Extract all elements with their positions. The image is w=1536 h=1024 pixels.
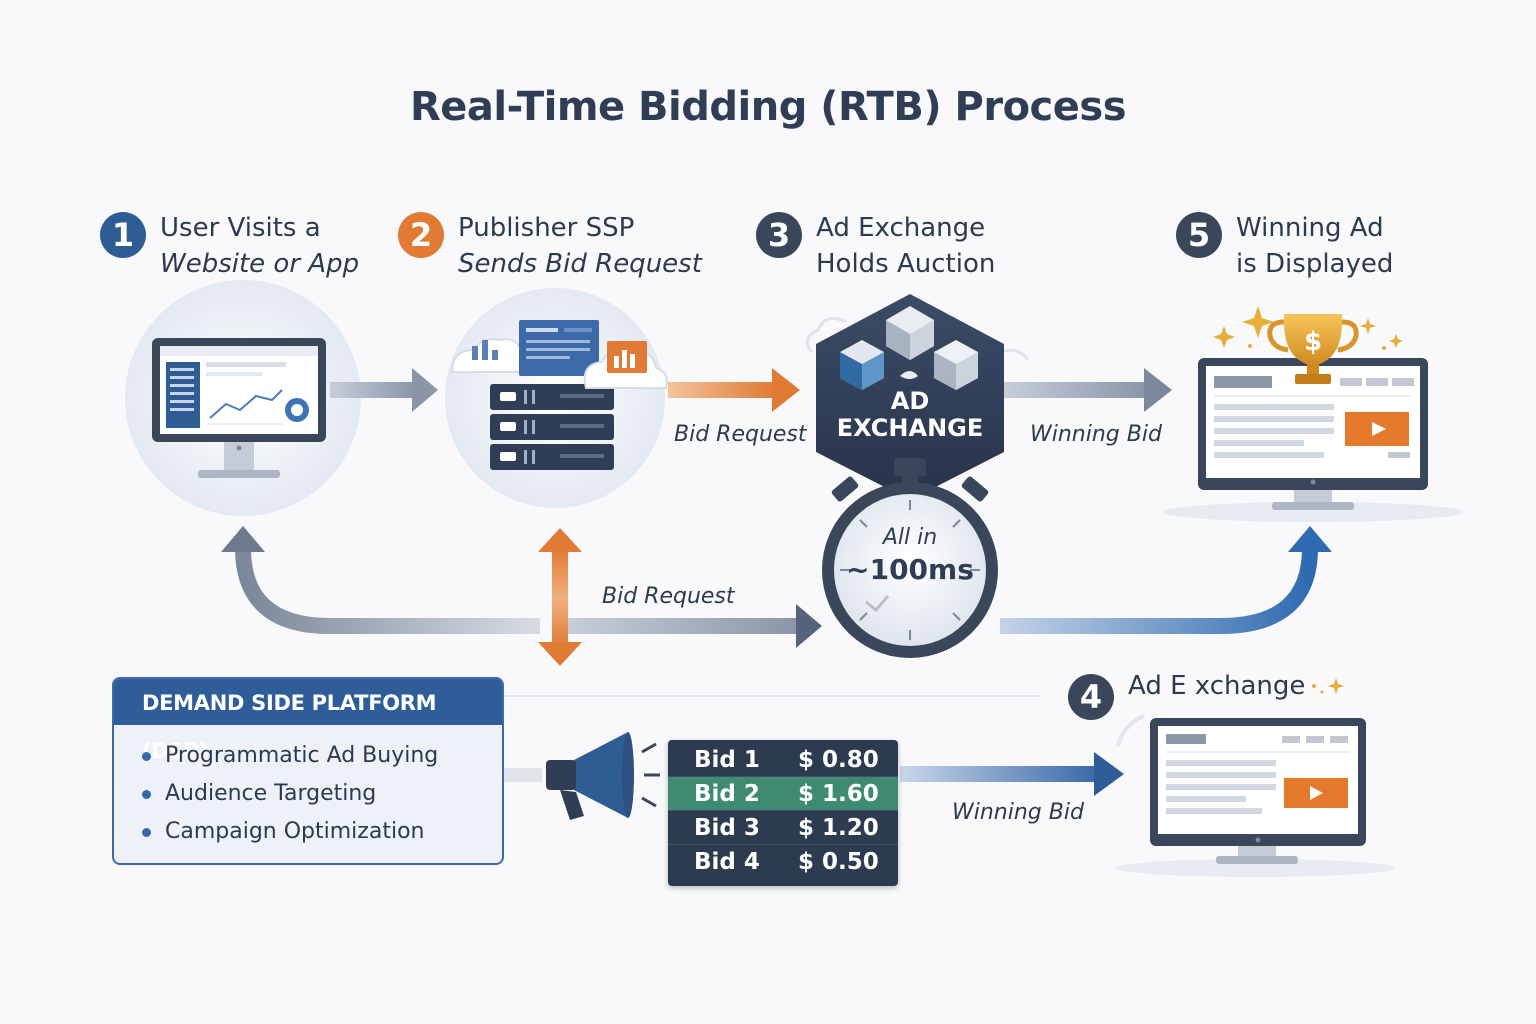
publisher-ssp-illustration xyxy=(445,288,668,508)
ad-exchange-hexagon xyxy=(805,294,1030,500)
step-number: 1 xyxy=(100,212,146,258)
arrow-user-to-ssp xyxy=(330,368,438,412)
arrow-auction-to-display xyxy=(1000,526,1332,634)
cube-icon xyxy=(840,340,884,390)
ad-exchange-display-illustration xyxy=(1115,678,1395,877)
megaphone-icon xyxy=(546,732,660,820)
bullet-icon xyxy=(142,789,151,799)
bid-value: $ 0.50 xyxy=(798,848,879,875)
monitor-icon xyxy=(1150,718,1366,864)
list-item-label: Campaign Optimization xyxy=(165,819,425,844)
bids-table: Bid 1 $ 0.80 Bid 2 $ 1.60 Bid 3 $ 1.20 B… xyxy=(668,740,898,886)
timer-value: ~100ms xyxy=(846,553,974,586)
step-subtitle: is Displayed xyxy=(1236,249,1394,279)
cube-icon xyxy=(934,340,978,390)
step-5: 5 Winning Ad is Displayed xyxy=(1176,210,1393,282)
bullet-icon xyxy=(142,751,151,761)
step-number: 4 xyxy=(1068,674,1114,720)
play-icon xyxy=(1372,422,1386,436)
monitor-icon xyxy=(152,338,326,478)
arrow-ssp-dsp-exchange xyxy=(538,528,582,666)
sparkle-icon xyxy=(1213,306,1403,350)
bid-name: Bid 2 xyxy=(694,780,760,807)
bid-value: $ 1.60 xyxy=(798,780,879,807)
timer-label: All in ~100ms xyxy=(834,524,986,588)
server-stack-icon xyxy=(490,384,614,470)
arrow-ssp-to-exchange xyxy=(668,368,800,412)
bid-row: Bid 1 $ 0.80 xyxy=(668,743,898,777)
winning-ad-display-illustration: $ xyxy=(1163,306,1463,522)
dsp-feature-list: Programmatic Ad Buying Audience Targetin… xyxy=(114,737,502,851)
arrow-exchange-to-display xyxy=(1004,368,1172,412)
winning-bid-label: Winning Bid xyxy=(952,800,1084,825)
list-item: Campaign Optimization xyxy=(142,813,502,851)
list-item: Programmatic Ad Buying xyxy=(142,737,502,775)
cube-icon xyxy=(886,306,934,360)
ad-exchange-line2: EXCHANGE xyxy=(836,414,984,442)
arrow-bid-request-to-auction xyxy=(566,604,822,648)
monitor-icon xyxy=(1198,358,1428,510)
user-website-illustration xyxy=(125,280,361,516)
connector xyxy=(500,768,542,782)
winning-bid-label: Winning Bid xyxy=(1030,422,1162,447)
step-title: Ad Exchange xyxy=(816,213,986,243)
svg-text:$: $ xyxy=(1304,327,1322,357)
step-title: Publisher SSP xyxy=(458,213,635,243)
list-item-label: Audience Targeting xyxy=(165,781,377,806)
list-item: Audience Targeting xyxy=(142,775,502,813)
bid-row-winning: Bid 2 $ 1.60 xyxy=(668,777,898,811)
step-4: 4 Ad E xchange xyxy=(1068,671,1305,720)
bid-row: Bid 4 $ 0.50 xyxy=(668,845,898,878)
step-title: Ad E xchange xyxy=(1128,671,1306,701)
step-2: 2 Publisher SSP Sends Bid Request xyxy=(398,210,702,282)
step-number: 5 xyxy=(1176,212,1222,258)
step-title: User Visits a xyxy=(160,213,321,243)
trophy-icon: $ xyxy=(1267,314,1359,384)
list-item-label: Programmatic Ad Buying xyxy=(165,743,439,768)
bid-request-label: Bid Request xyxy=(602,584,735,609)
bid-value: $ 0.80 xyxy=(798,746,879,773)
stopwatch-icon xyxy=(822,458,998,658)
play-icon xyxy=(1310,786,1323,800)
page-title: Real-Time Bidding (RTB) Process xyxy=(409,84,1127,130)
bid-row: Bid 3 $ 1.20 xyxy=(668,811,898,845)
step-number: 3 xyxy=(756,212,802,258)
step-3: 3 Ad Exchange Holds Auction xyxy=(756,210,995,282)
arrow-return-to-user xyxy=(221,526,540,634)
timer-line1: All in xyxy=(882,525,938,550)
step-title: Winning Ad xyxy=(1236,213,1384,243)
sparkle-icon xyxy=(1312,678,1344,694)
step-subtitle: Website or App xyxy=(160,249,360,279)
bullet-icon xyxy=(142,827,151,837)
dsp-title: DEMAND SIDE PLATFORM (DSP) xyxy=(114,679,502,763)
arrow-bids-to-exchange xyxy=(900,752,1124,796)
bid-request-label: Bid Request xyxy=(674,422,807,447)
bid-name: Bid 3 xyxy=(694,814,760,841)
step-subtitle: Holds Auction xyxy=(816,249,996,279)
step-1: 1 User Visits a Website or App xyxy=(100,210,359,282)
bid-name: Bid 4 xyxy=(694,848,760,875)
bid-name: Bid 1 xyxy=(694,746,760,773)
bid-value: $ 1.20 xyxy=(798,814,879,841)
ad-exchange-label: AD EXCHANGE xyxy=(816,388,1004,442)
dsp-panel: DEMAND SIDE PLATFORM (DSP) Programmatic … xyxy=(112,677,504,865)
ad-exchange-line1: AD xyxy=(890,387,930,415)
step-subtitle: Sends Bid Request xyxy=(458,249,702,279)
step-number: 2 xyxy=(398,212,444,258)
